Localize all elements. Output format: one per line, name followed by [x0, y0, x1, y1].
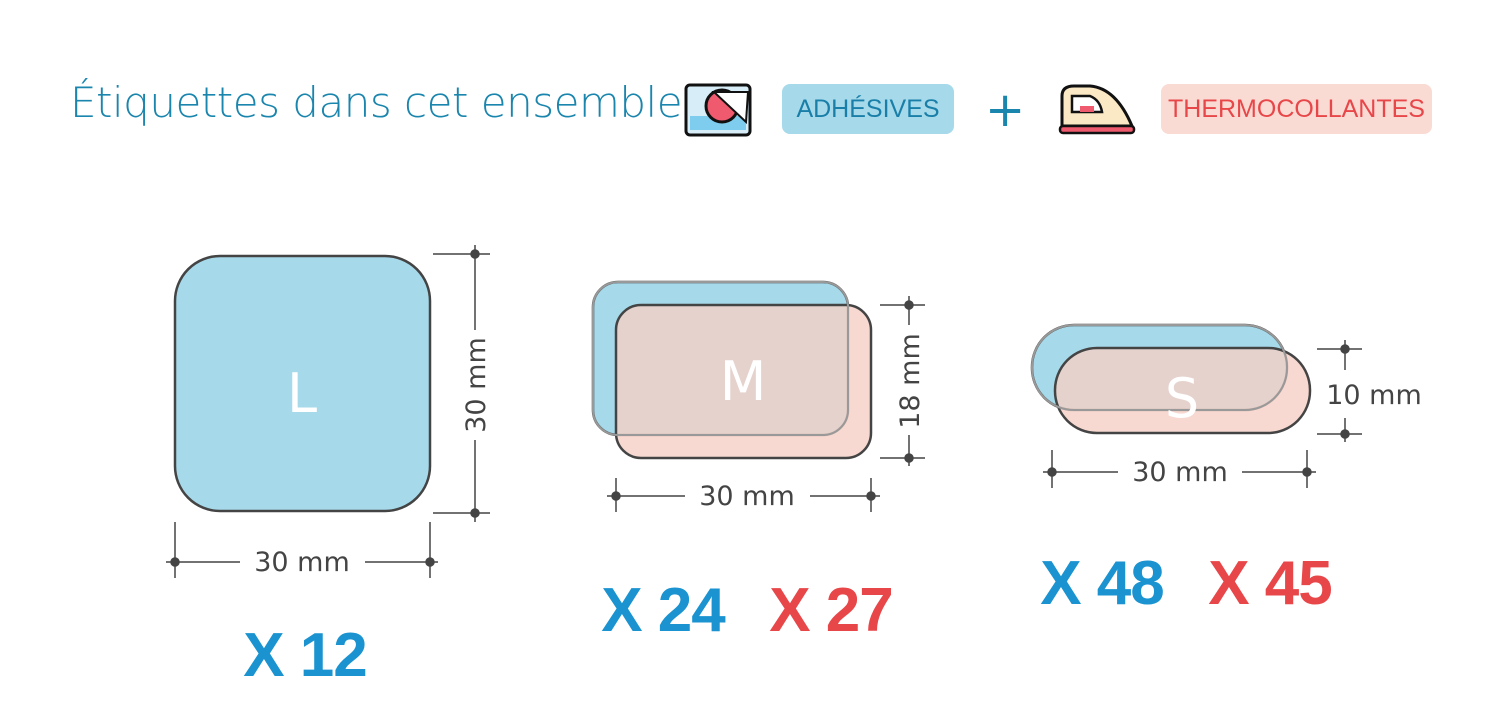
- plus-sign: +: [985, 82, 1026, 138]
- page-title: Étiquettes dans cet ensemble: [70, 78, 683, 127]
- m-width: 30 mm: [699, 481, 795, 512]
- m-adhesive-count: X 24: [601, 576, 726, 645]
- label-l-adhesive: [173, 254, 432, 513]
- size-letter-s: S: [1165, 367, 1199, 430]
- size-letter-m: M: [720, 350, 767, 413]
- m-thermo-count: X 27: [769, 576, 894, 645]
- adhesive-badge: ADHÉSIVES: [782, 84, 954, 134]
- l-adhesive-count: X 12: [243, 621, 368, 690]
- label-s-thermo: [1053, 346, 1312, 435]
- s-adhesive-count: X 48: [1040, 549, 1165, 618]
- l-width: 30 mm: [254, 547, 350, 578]
- s-height: 10 mm: [1326, 380, 1422, 411]
- s-thermo-count: X 45: [1208, 549, 1333, 618]
- thermo-badge: THERMOCOLLANTES: [1161, 84, 1432, 134]
- s-width: 30 mm: [1132, 457, 1228, 488]
- size-letter-l: L: [287, 362, 317, 425]
- l-height: 30 mm: [461, 337, 492, 433]
- sticker-icon: [684, 83, 752, 137]
- label-m-thermo: [614, 303, 873, 460]
- iron-icon: [1058, 84, 1136, 135]
- m-height: 18 mm: [895, 333, 926, 429]
